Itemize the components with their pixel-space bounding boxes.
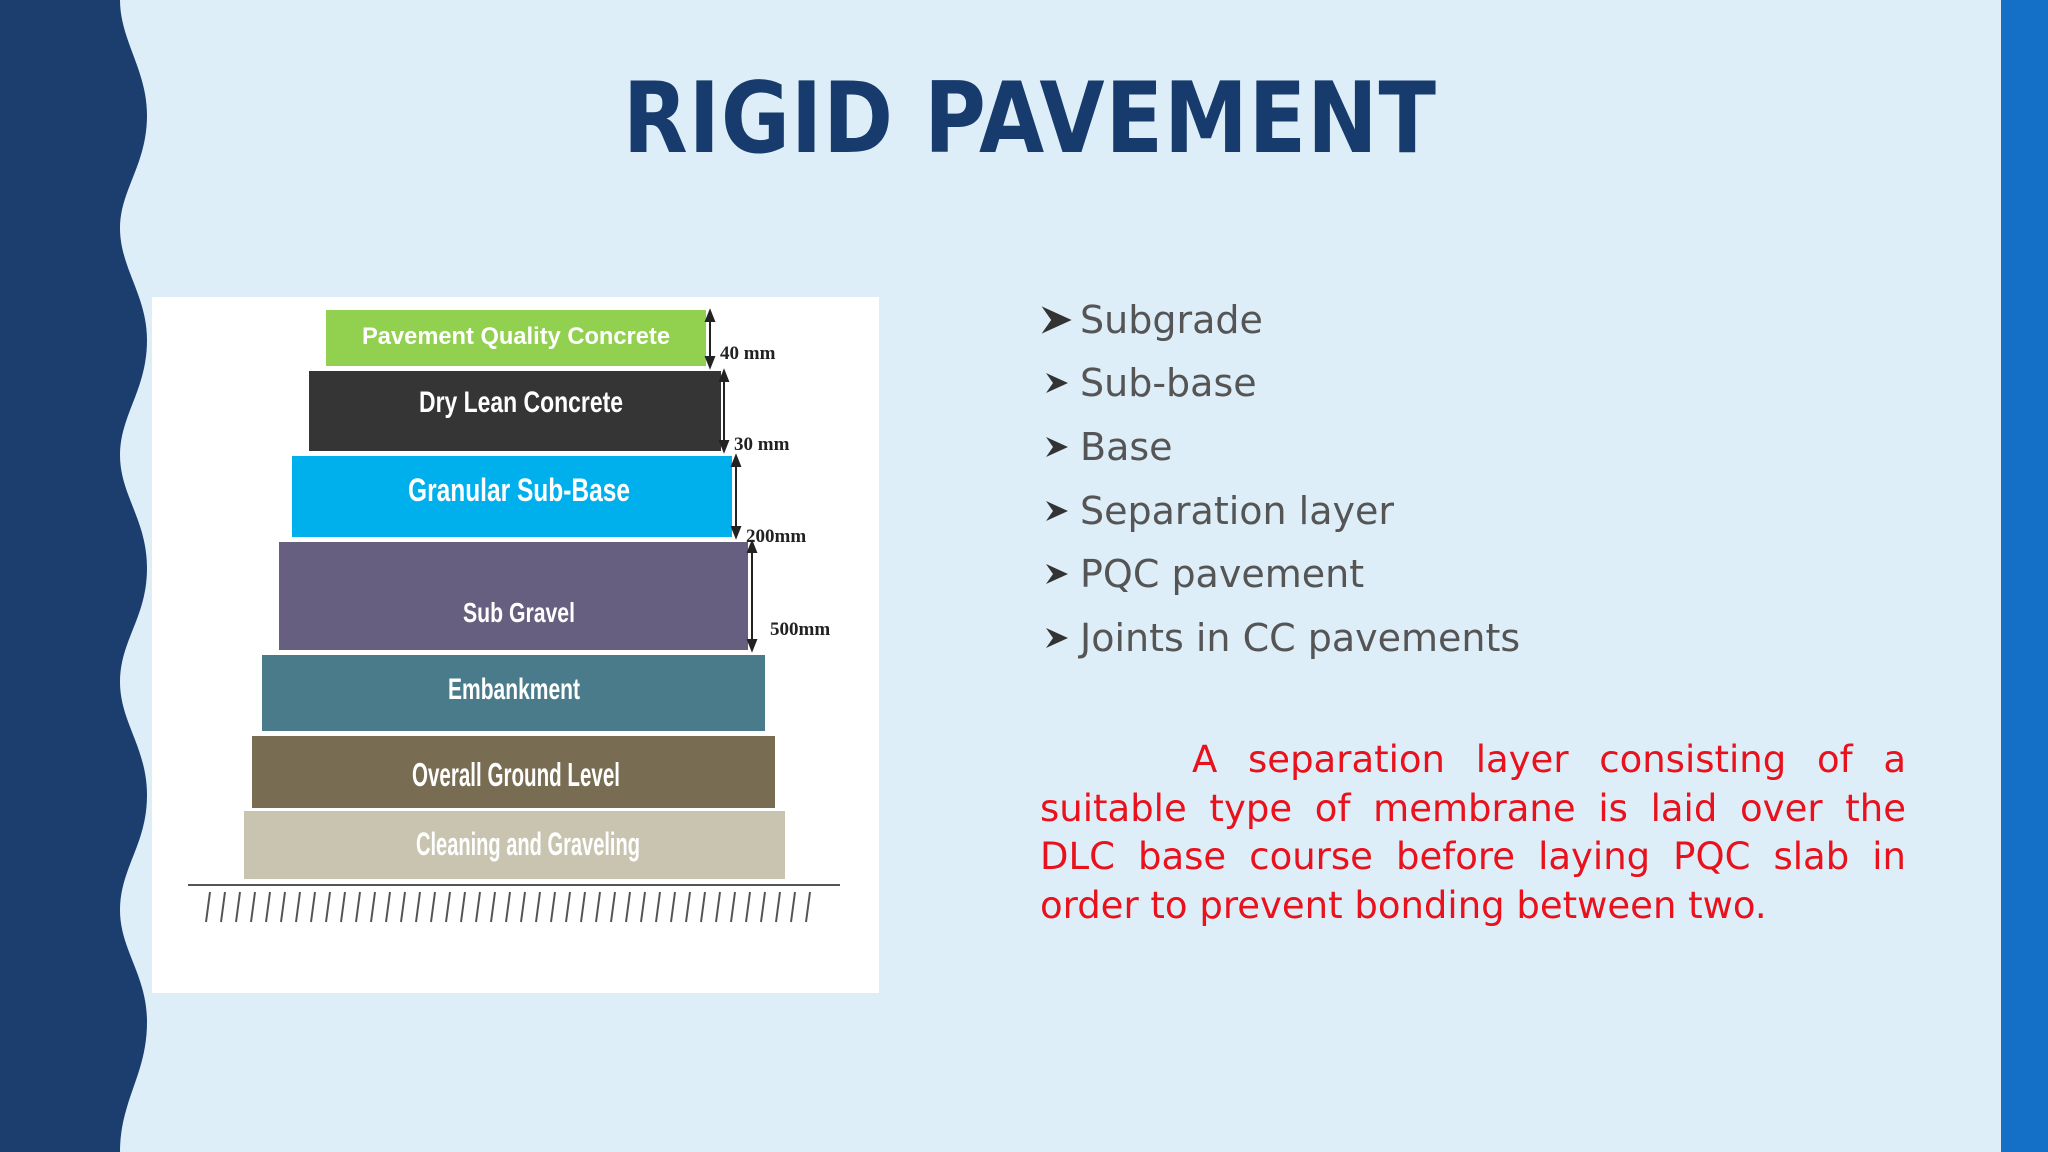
layer-embankment: Embankment xyxy=(262,655,765,731)
arrow-bullet-icon xyxy=(1046,564,1068,585)
layer-dlc: Dry Lean Concrete xyxy=(309,371,721,451)
layer-gsb-block xyxy=(292,456,732,537)
pavement-layer-diagram: Pavement Quality Concrete Dry Lean Concr… xyxy=(152,297,879,993)
dimension-arrows xyxy=(704,308,758,653)
layer-gsb-label: Granular Sub-Base xyxy=(408,472,630,508)
dimension-labels: 40 mm 30 mm 200mm 500mm xyxy=(720,343,830,640)
bullet-item-sub-base: Sub-base xyxy=(1040,352,1520,416)
arrow-bullet-icon xyxy=(1041,306,1072,334)
dim-arrowhead-200b xyxy=(730,526,742,540)
layer-cleaning: Cleaning and Graveling xyxy=(244,811,785,879)
diagram-svg: Pavement Quality Concrete Dry Lean Concr… xyxy=(188,308,840,923)
dim-arrowhead-30b xyxy=(718,440,730,454)
layer-gsb: Granular Sub-Base xyxy=(292,456,732,537)
layer-sub-gravel: Sub Gravel xyxy=(279,542,748,650)
bullet-text: Base xyxy=(1080,424,1173,469)
arrow-bullet-icon xyxy=(1046,500,1068,521)
dim-label-500: 500mm xyxy=(770,619,830,640)
slide-title: RIGID PAVEMENT xyxy=(622,62,1437,176)
layer-ground-level-label: Overall Ground Level xyxy=(412,756,620,793)
layer-pqc-block xyxy=(326,310,706,366)
bullet-text: Subgrade xyxy=(1080,297,1263,342)
bullet-text: Joints in CC pavements xyxy=(1080,615,1521,660)
right-accent-bar xyxy=(2001,0,2048,1152)
dim-label-30: 30 mm xyxy=(734,434,790,455)
bullet-item-joints: Joints in CC pavements xyxy=(1040,606,1520,670)
layer-sub-gravel-block xyxy=(279,542,748,650)
layer-dlc-label: Dry Lean Concrete xyxy=(419,386,623,419)
dim-arrowhead-40a xyxy=(704,308,716,322)
layer-dlc-block xyxy=(309,371,721,451)
dim-arrowhead-500a xyxy=(746,539,758,553)
bullet-text: Separation layer xyxy=(1080,488,1395,533)
layer-sub-gravel-label: Sub Gravel xyxy=(463,597,575,628)
dim-label-40: 40 mm xyxy=(720,343,776,364)
dim-label-200: 200mm xyxy=(746,526,806,547)
left-wave-decoration xyxy=(0,0,147,1152)
dim-arrowhead-200a xyxy=(730,453,742,467)
layer-pqc-label: Pavement Quality Concrete xyxy=(362,323,670,350)
bullet-item-separation-layer: Separation layer xyxy=(1040,479,1520,543)
topic-bullet-list: Subgrade Sub-base Base Separation layer … xyxy=(1040,288,1520,670)
wave-shape xyxy=(0,0,147,1152)
arrow-bullet-icon xyxy=(1046,373,1068,394)
bullet-text: PQC pavement xyxy=(1080,552,1365,597)
layer-ground-level-block xyxy=(252,736,775,808)
dim-arrowhead-40b xyxy=(704,356,716,370)
layer-embankment-block xyxy=(262,655,765,731)
bullet-item-subgrade: Subgrade xyxy=(1040,288,1520,352)
arrow-bullet-icon xyxy=(1046,627,1068,648)
dim-arrowhead-500b xyxy=(746,639,758,653)
layer-embankment-label: Embankment xyxy=(448,673,580,706)
layer-pqc: Pavement Quality Concrete xyxy=(326,310,706,366)
layer-ground-level: Overall Ground Level xyxy=(252,736,775,808)
bullet-text: Sub-base xyxy=(1080,361,1257,406)
hatch-marks xyxy=(205,891,811,923)
separation-layer-note: A separation layer consisting of a suita… xyxy=(1040,738,1906,927)
bullet-item-base: Base xyxy=(1040,415,1520,479)
layer-cleaning-block xyxy=(244,811,785,879)
layer-cleaning-label: Cleaning and Graveling xyxy=(416,826,640,862)
arrow-bullet-icon xyxy=(1046,436,1068,457)
bullet-item-pqc-pavement: PQC pavement xyxy=(1040,542,1520,606)
dim-arrowhead-30a xyxy=(718,368,730,382)
ground-hatch xyxy=(188,884,840,923)
